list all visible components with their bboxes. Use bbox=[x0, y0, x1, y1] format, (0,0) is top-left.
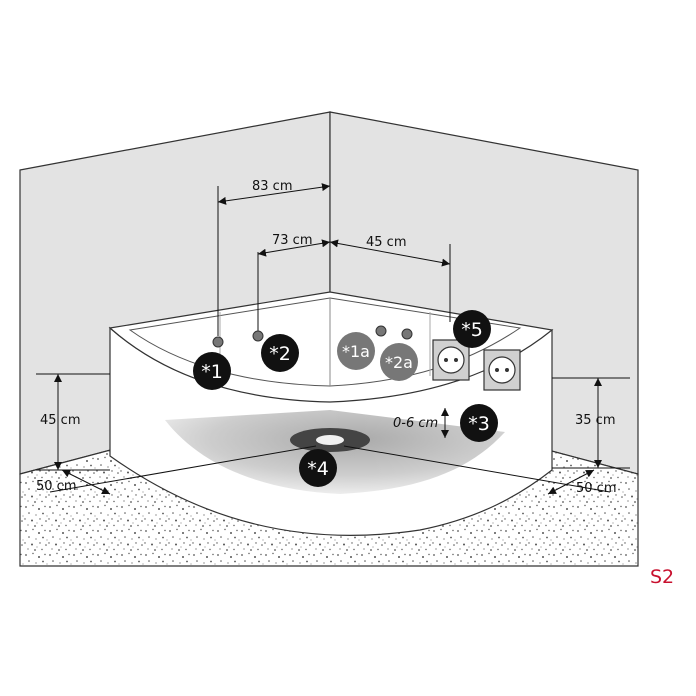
connector-dot-1 bbox=[212, 336, 224, 348]
marker-2: *2 bbox=[261, 334, 299, 372]
drain-inner bbox=[316, 435, 344, 445]
marker-3: *3 bbox=[460, 404, 498, 442]
dim-45-top-arrow bbox=[329, 239, 451, 267]
diagram-code: S2 bbox=[650, 566, 674, 588]
dim-35-right: 35 cm bbox=[575, 413, 616, 428]
marker-1: *1 bbox=[193, 352, 231, 390]
svg-text:*5: *5 bbox=[461, 319, 483, 341]
power-socket-1 bbox=[432, 339, 470, 381]
dim-73: 73 cm bbox=[272, 233, 313, 248]
marker-5: *5 bbox=[453, 310, 491, 348]
dim-83-arrow bbox=[217, 183, 331, 205]
dim-45-top: 45 cm bbox=[366, 235, 407, 250]
dim-50-left-arrow bbox=[61, 469, 111, 495]
tub-basin-shadow bbox=[165, 410, 505, 494]
dim-73-arrow bbox=[257, 239, 331, 257]
dim-83: 83 cm bbox=[252, 179, 293, 194]
marker-2a: *2a bbox=[380, 343, 418, 381]
dim-50-right-arrow bbox=[547, 469, 595, 495]
svg-text:*4: *4 bbox=[307, 458, 329, 480]
dim-50-right: 50 cm bbox=[576, 481, 617, 496]
connector-dot-1a bbox=[375, 325, 387, 337]
svg-text:*3: *3 bbox=[468, 413, 490, 435]
dim-45-left: 45 cm bbox=[40, 413, 81, 428]
connector-dot-2 bbox=[252, 330, 264, 342]
svg-text:*2: *2 bbox=[269, 343, 291, 365]
connector-dot-2a bbox=[401, 328, 413, 340]
dim-06: 0-6 cm bbox=[393, 416, 438, 431]
svg-text:*1: *1 bbox=[201, 361, 223, 383]
svg-text:*2a: *2a bbox=[385, 353, 413, 372]
dim-50-left: 50 cm bbox=[36, 479, 77, 494]
marker-4: *4 bbox=[299, 449, 337, 487]
power-socket-2 bbox=[483, 349, 521, 391]
marker-1a: *1a bbox=[337, 332, 375, 370]
svg-text:*1a: *1a bbox=[342, 342, 370, 361]
